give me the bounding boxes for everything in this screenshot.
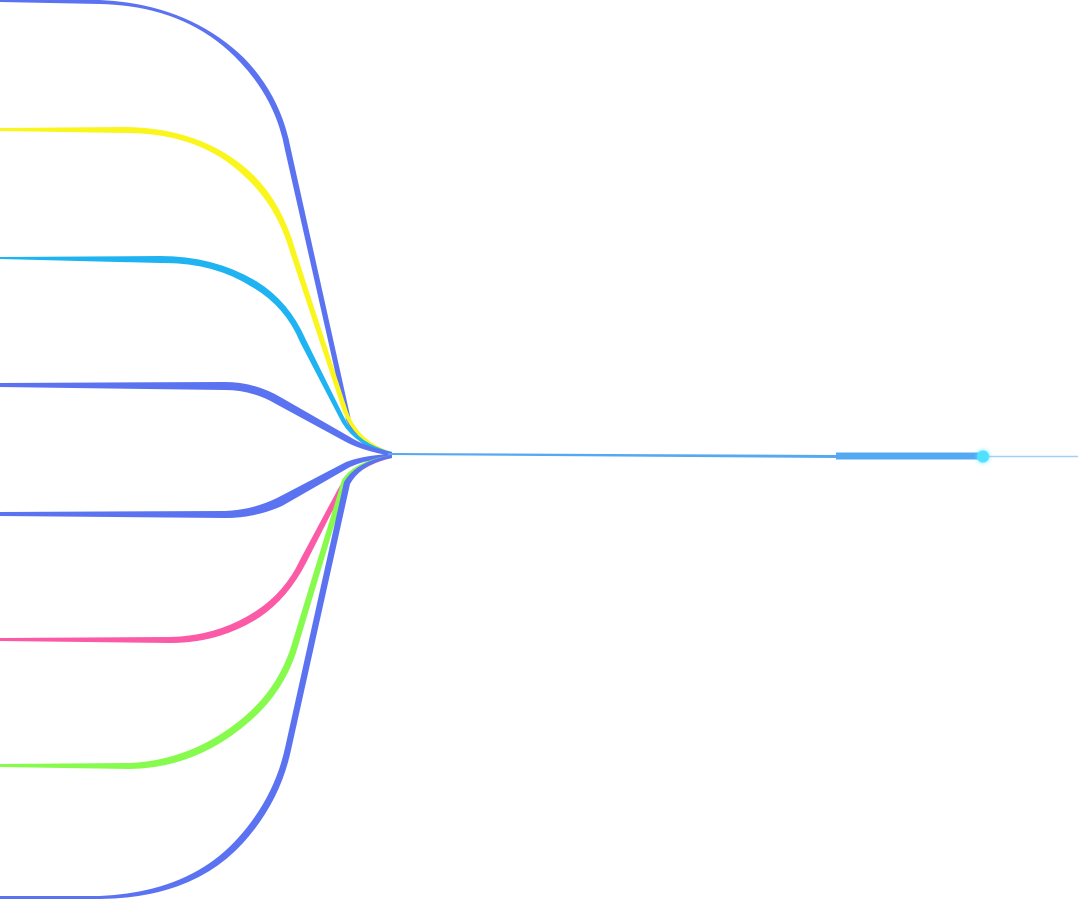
branch-line-4: [0, 382, 392, 456]
endpoint-dot: [977, 450, 989, 463]
trunk-thick-segment: [836, 452, 984, 460]
trunk-thin-segment: [388, 453, 838, 458]
branch-lines: [0, 0, 392, 899]
trunk-line: [388, 450, 1078, 463]
branch-line-3: [0, 256, 392, 456]
branch-line-5: [0, 454, 392, 518]
